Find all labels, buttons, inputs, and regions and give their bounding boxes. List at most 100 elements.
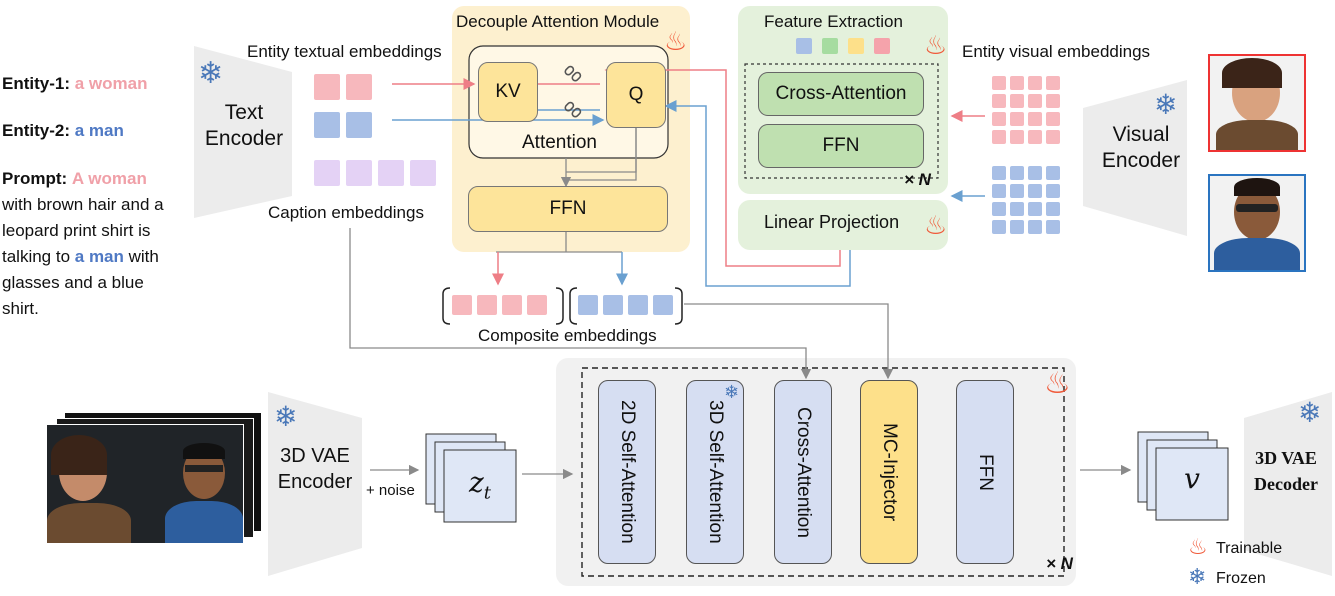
q-box: Q <box>606 62 666 128</box>
zt-latent: zt <box>444 466 516 506</box>
visual-token <box>992 202 1006 216</box>
visual-token <box>992 94 1006 108</box>
legend-trainable: Trainable <box>1216 540 1283 557</box>
visual-token <box>1046 112 1060 126</box>
feature-cross-attention: Cross-Attention <box>758 72 924 116</box>
visual-token <box>1010 220 1024 234</box>
vae-decoder: 3D VAE Decoder <box>1240 442 1332 500</box>
block-3d-label: 3D Self-Attention <box>705 400 726 544</box>
entity-2-value: a man <box>74 121 124 140</box>
snowflake-icon: ❄ <box>198 57 224 90</box>
prompt-label: Prompt: <box>2 169 68 188</box>
text-encoder-line1: Text <box>224 101 264 124</box>
visual-token <box>1028 112 1042 126</box>
entity-2-label: Entity-2: <box>2 121 70 140</box>
visual-token <box>1046 184 1060 198</box>
attention-label: Attention <box>522 132 597 153</box>
legend-snowflake-icon: ❄ <box>1188 564 1207 589</box>
visual-encoder-shape <box>1083 80 1187 236</box>
block-ffn: FFN <box>956 380 1014 564</box>
prompt-body-1: with brown hair and a leopard print shir… <box>2 195 164 266</box>
entity-1-value: a woman <box>74 74 148 93</box>
entity-1-label: Entity-1: <box>2 74 70 93</box>
legend-frozen: Frozen <box>1216 570 1266 587</box>
woman-photo <box>1208 54 1306 152</box>
vae-decoder-shape <box>1244 392 1332 576</box>
prompt-body-2: with glasses and a blue shirt. <box>2 247 159 318</box>
zt-subscript: t <box>483 482 491 504</box>
visual-token <box>992 166 1006 180</box>
vae-encoder-shape <box>268 392 362 576</box>
text-encoder-line2: Encoder <box>204 127 284 150</box>
visual-token <box>1028 166 1042 180</box>
block-ffn-label: FFN <box>975 453 996 491</box>
composite-label: Composite embeddings <box>478 326 657 345</box>
visual-token <box>1028 184 1042 198</box>
visual-token <box>1046 76 1060 90</box>
visual-token <box>992 112 1006 126</box>
block-cross-label: Cross-Attention <box>793 406 814 538</box>
block-mc-label: MC-Injector <box>879 422 900 522</box>
block-2d-label: 2D Self-Attention <box>617 400 638 544</box>
text-encoder-shape <box>194 46 292 218</box>
snowflake-icon: ❄ <box>724 382 740 402</box>
entity-textual-label: Entity textual embeddings <box>247 42 442 61</box>
prompt-entity-1: A woman <box>71 169 147 188</box>
visual-token <box>1010 202 1024 216</box>
entity-1: Entity-1: a woman <box>2 74 147 94</box>
noise-label: + noise <box>366 482 415 499</box>
vae-decoder-line2: Decoder <box>1254 474 1318 494</box>
vae-encoder-line1: 3D VAE <box>280 445 350 467</box>
feature-dashed-box <box>744 63 939 179</box>
visual-token <box>1028 94 1042 108</box>
visual-token <box>1028 130 1042 144</box>
entity-2: Entity-2: a man <box>2 121 124 141</box>
visual-token <box>1010 76 1024 90</box>
visual-token <box>1010 166 1024 180</box>
visual-token <box>1028 76 1042 90</box>
block-cross-attention: Cross-Attention <box>774 380 832 564</box>
visual-token <box>992 76 1006 90</box>
flame-icon: ♨ <box>924 210 948 240</box>
flame-icon: ♨ <box>664 26 688 56</box>
snowflake-icon: ❄ <box>274 401 298 432</box>
snowflake-icon: ❄ <box>1154 89 1178 120</box>
block-mc-injector: MC-Injector <box>860 380 918 564</box>
feature-times-n: × N <box>904 170 931 189</box>
v-latent: v <box>1184 462 1200 495</box>
linear-projection-label: Linear Projection <box>764 212 900 232</box>
snowflake-icon: ❄ <box>1298 397 1322 428</box>
visual-token <box>1028 202 1042 216</box>
flame-icon: ♨ <box>1044 367 1071 400</box>
legend-flame-icon: ♨ <box>1188 534 1208 559</box>
dit-times-n: × N <box>1046 554 1073 573</box>
visual-token <box>1010 94 1024 108</box>
dit-dashed-box <box>581 367 1065 577</box>
visual-token <box>1046 130 1060 144</box>
visual-encoder-line2: Encoder <box>1101 149 1181 172</box>
feature-title: Feature Extraction <box>764 12 903 31</box>
visual-token <box>1046 94 1060 108</box>
block-3d-self-attention: 3D Self-Attention <box>686 380 744 564</box>
visual-token <box>1046 220 1060 234</box>
zt-symbol: z <box>469 466 484 499</box>
decouple-title: Decouple Attention Module <box>456 12 660 31</box>
linear-projection-panel <box>738 200 948 250</box>
visual-token <box>1046 202 1060 216</box>
vae-decoder-line1: 3D VAE <box>1255 448 1317 468</box>
caption-embeddings-label: Caption embeddings <box>268 203 424 222</box>
flame-icon: ♨ <box>924 30 948 60</box>
kv-box: KV <box>478 62 538 122</box>
decouple-ffn-box: FFN <box>468 186 668 232</box>
link-icon-2 <box>564 101 582 118</box>
visual-token <box>992 220 1006 234</box>
visual-token <box>1010 112 1024 126</box>
feature-ffn: FFN <box>758 124 924 168</box>
prompt-entity-2: a man <box>74 247 124 266</box>
block-2d-self-attention: 2D Self-Attention <box>598 380 656 564</box>
visual-token <box>992 184 1006 198</box>
man-photo <box>1208 174 1306 272</box>
